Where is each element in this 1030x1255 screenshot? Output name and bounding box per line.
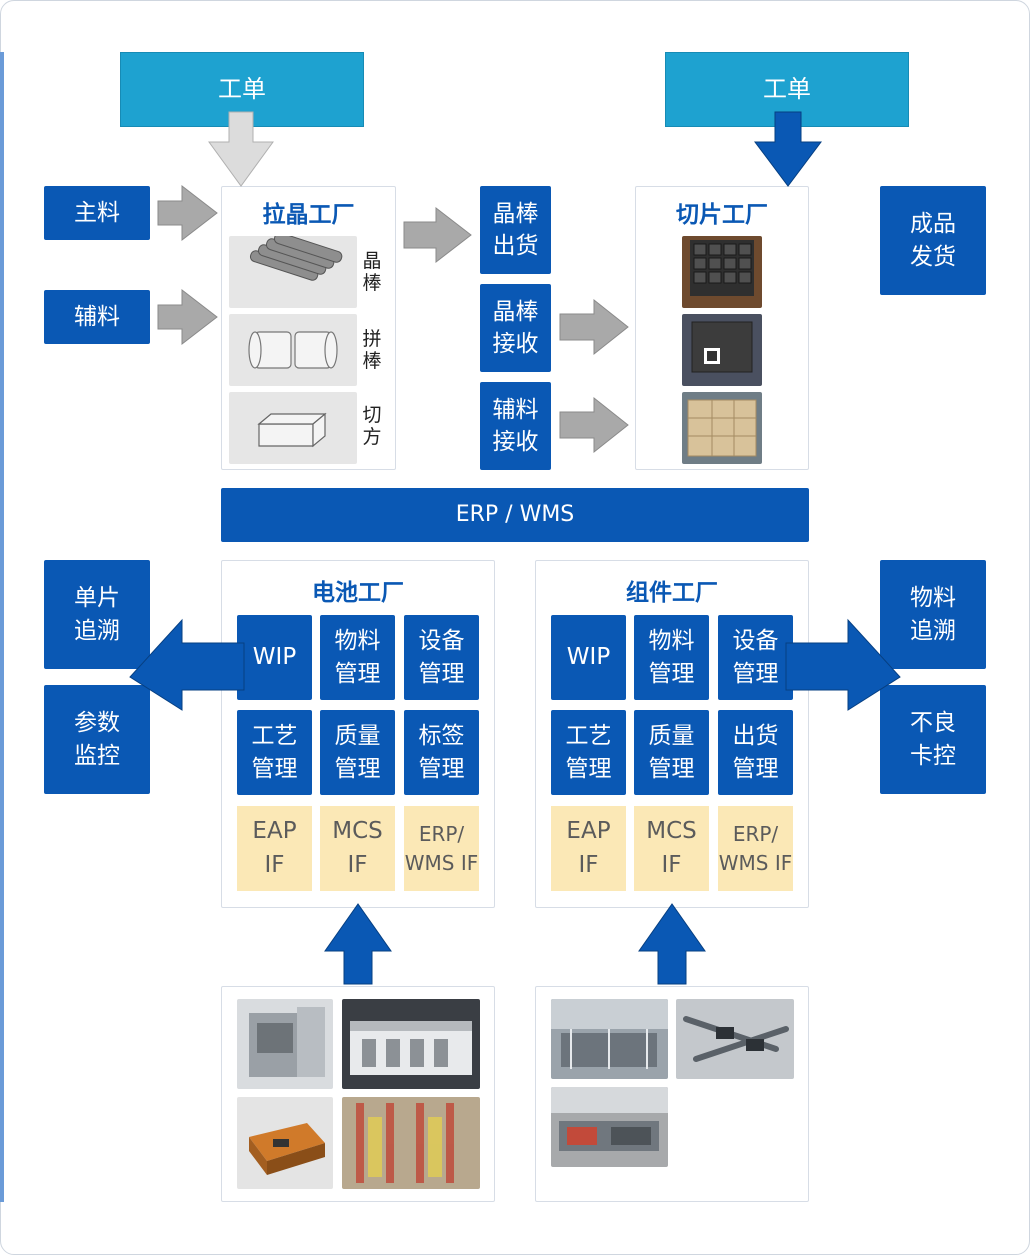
module-module-material: 物料 管理 (634, 615, 709, 700)
arrow-aux-receive-to-slicing (559, 396, 629, 454)
module-module-equipment: 设备 管理 (718, 615, 793, 700)
arrow-workorder-to-slicing (754, 111, 822, 187)
wafer-grid-image (682, 236, 762, 308)
step-label-square: 切 方 (362, 404, 382, 448)
arrow-cell-equipment-up (324, 903, 392, 985)
arrow-cell-to-outputs (129, 618, 245, 711)
erp-wms-bar: ERP / WMS (221, 488, 809, 542)
ingot-shipping-box: 晶棒 出货 (480, 186, 551, 274)
arrow-module-equipment-up (638, 903, 706, 985)
wafer-boxes-image (682, 392, 762, 464)
module-if-mcs: MCS IF (634, 806, 709, 891)
cell-module-label: 标签 管理 (404, 710, 479, 795)
cell-equipment-image-1 (237, 999, 333, 1089)
module-if-erp-wms: ERP/ WMS IF (718, 806, 793, 891)
module-module-process: 工艺 管理 (551, 710, 626, 795)
step-label-join: 拼 棒 (362, 328, 382, 372)
cell-agv-image (237, 1097, 333, 1189)
module-module-quality: 质量 管理 (634, 710, 709, 795)
single-trace-box: 单片 追溯 (44, 560, 150, 669)
cell-module-material: 物料 管理 (320, 615, 395, 700)
module-factory-title: 组件工厂 (626, 580, 718, 606)
arrow-module-to-outputs (785, 618, 901, 711)
cell-module-process: 工艺 管理 (237, 710, 312, 795)
aux-receiving-box: 辅料 接收 (480, 382, 551, 470)
aux-material-box: 辅料 (44, 290, 150, 344)
cell-factory-title: 电池工厂 (312, 580, 404, 606)
ingot-receiving-box: 晶棒 接收 (480, 284, 551, 372)
arrow-main-material (157, 184, 218, 242)
cell-if-mcs: MCS IF (320, 806, 395, 891)
ingot-image (229, 236, 357, 308)
cell-warehouse-image (342, 1097, 480, 1189)
cell-if-eap: EAP IF (237, 806, 312, 891)
left-accent-bar (0, 52, 4, 1202)
cell-equipment-panel (221, 986, 495, 1202)
arrow-aux-material (157, 288, 218, 346)
crystal-factory-title: 拉晶工厂 (262, 202, 355, 228)
crystal-factory-panel: 拉晶工厂 晶 棒 拼 棒 (221, 186, 396, 470)
module-equipment-panel (535, 986, 809, 1202)
param-monitor-box: 参数 监控 (44, 685, 150, 794)
slicing-factory-title: 切片工厂 (676, 202, 768, 228)
squared-block-image (229, 392, 357, 464)
cell-module-wip: WIP (237, 615, 312, 700)
module-module-shipping: 出货 管理 (718, 710, 793, 795)
arrow-ingot-receive-to-slicing (559, 298, 629, 356)
arrow-crystal-to-shipping (403, 206, 472, 264)
arrow-workorder-to-crystal (208, 111, 274, 187)
cell-if-erp-wms: ERP/ WMS IF (404, 806, 479, 891)
module-module-wip: WIP (551, 615, 626, 700)
material-trace-box: 物料 追溯 (880, 560, 986, 669)
cell-equipment-image-2 (342, 999, 480, 1089)
main-material-box: 主料 (44, 186, 150, 240)
slicing-factory-panel: 切片工厂 (635, 186, 809, 470)
wafer-stack-image (682, 314, 762, 386)
module-if-eap: EAP IF (551, 806, 626, 891)
module-equipment-image-2 (676, 999, 794, 1079)
cell-module-quality: 质量 管理 (320, 710, 395, 795)
module-equipment-image-3 (551, 1087, 668, 1167)
step-label-ingot: 晶 棒 (362, 250, 382, 294)
finished-shipping-box: 成品 发货 (880, 186, 986, 295)
defect-control-box: 不良 卡控 (880, 685, 986, 794)
cell-module-equipment: 设备 管理 (404, 615, 479, 700)
module-equipment-image-1 (551, 999, 668, 1079)
joined-ingot-image (229, 314, 357, 386)
